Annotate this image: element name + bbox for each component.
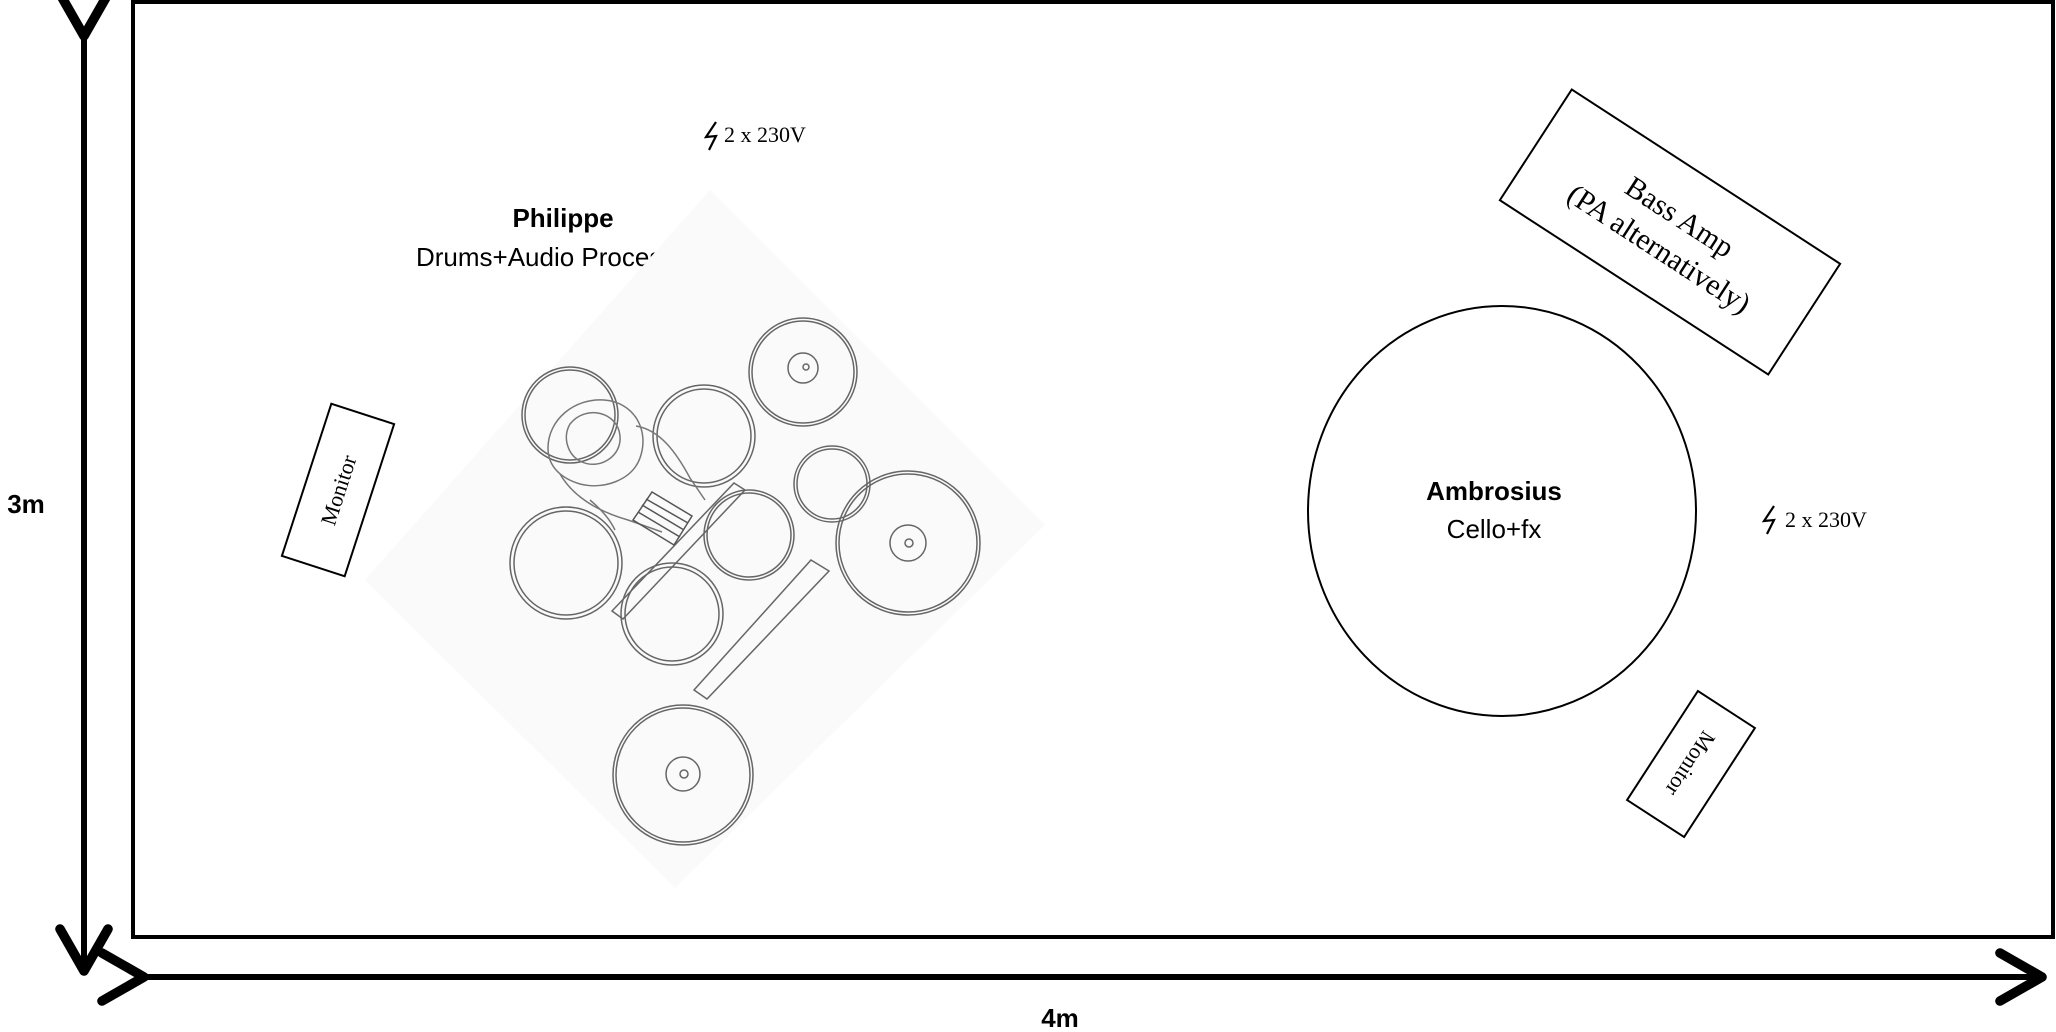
power-outlet-left: 2 x 230V — [703, 121, 806, 151]
drummer-figure — [547, 399, 706, 533]
drummer-name: Philippe — [512, 203, 613, 233]
cymbal-hihat — [521, 366, 619, 464]
monitor-right: Monitor — [1625, 689, 1757, 839]
cymbal — [612, 704, 754, 846]
cymbal — [835, 470, 981, 616]
height-dimension-label: 3m — [7, 489, 45, 519]
drum-rack — [610, 482, 831, 700]
power-outlet-right: 2 x 230V — [1761, 505, 1867, 535]
bass-amp: Bass Amp (PA alternatively) — [1498, 88, 1842, 376]
drum — [509, 506, 623, 620]
monitor-left: Monitor — [280, 402, 396, 578]
cellist-area: Ambrosius Cello+fx — [1307, 305, 1697, 717]
lightning-bolt-icon — [1761, 505, 1776, 535]
cellist-name: Ambrosius — [1426, 476, 1562, 506]
drum-kit — [365, 190, 1045, 888]
cymbal — [748, 317, 858, 427]
cellist-role: Cello+fx — [1447, 514, 1542, 544]
drum — [703, 489, 795, 581]
lightning-bolt-icon — [703, 121, 718, 151]
width-dimension-label: 4m — [1041, 1003, 1079, 1032]
drum-throne — [631, 490, 694, 547]
stage-boundary — [131, 0, 2055, 939]
drum-kit-backdrop — [365, 190, 1045, 888]
power-label-left: 2 x 230V — [724, 122, 806, 147]
drum — [793, 445, 871, 523]
power-label-right: 2 x 230V — [1785, 507, 1867, 532]
